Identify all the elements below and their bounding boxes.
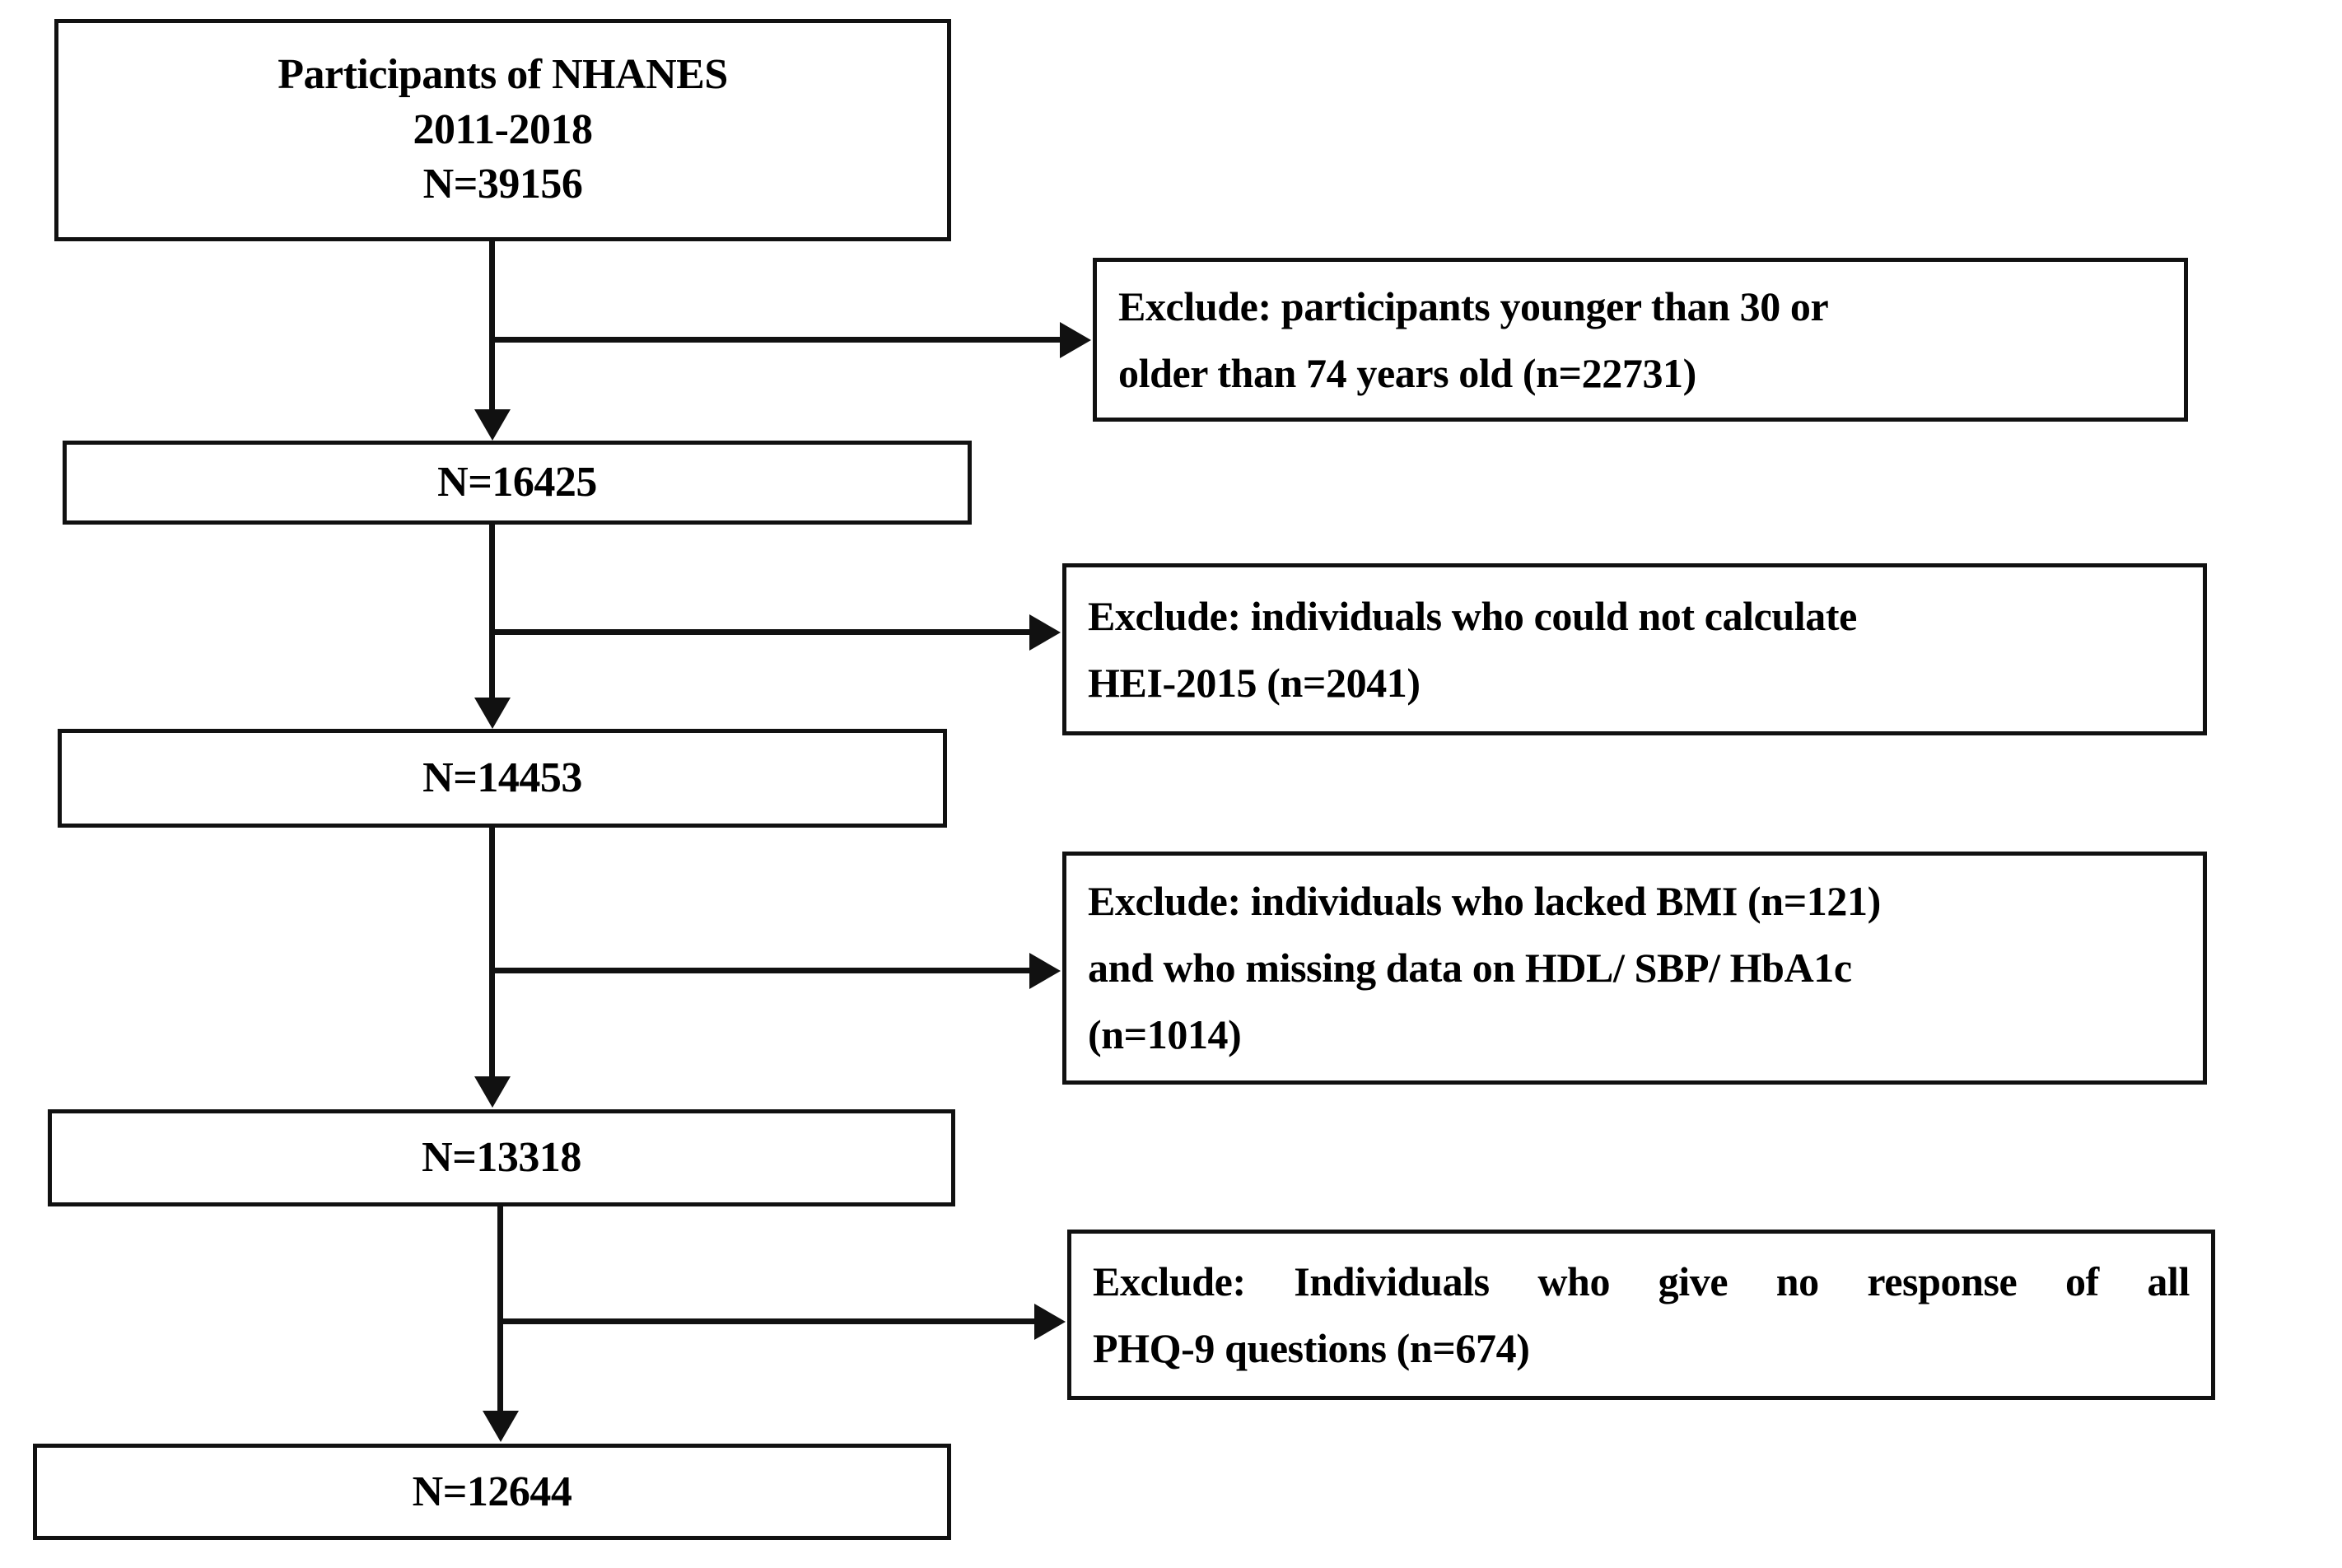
node-source-line-3: N=39156 — [422, 161, 583, 208]
node-exclusion-3: Exclude: individuals who lacked BMI (n=1… — [1062, 852, 2207, 1085]
node-stage3-count: N=13318 — [422, 1134, 581, 1182]
exclusion-2-line-2: HEI-2015 (n=2041) — [1088, 659, 1421, 706]
connector-source-to-stage1 — [489, 241, 495, 411]
node-stage2-population: N=14453 — [58, 729, 947, 828]
node-source-population: Participants of NHANES 2011-2018 N=39156 — [54, 19, 951, 241]
node-exclusion-1: Exclude: participants younger than 30 or… — [1093, 258, 2188, 422]
arrowhead-stage2-to-stage3 — [474, 1076, 511, 1108]
node-final-count: N=12644 — [412, 1468, 572, 1515]
node-exclusion-2: Exclude: individuals who could not calcu… — [1062, 563, 2207, 735]
exclusion-3-line-1: Exclude: individuals who lacked BMI (n=1… — [1088, 878, 1881, 924]
exclusion-4-line-2: PHQ-9 questions (n=674) — [1093, 1324, 1530, 1371]
node-final-population: N=12644 — [33, 1444, 951, 1540]
exclusion-3-line-3: (n=1014) — [1088, 1011, 1242, 1057]
arrowhead-exclusion-4 — [1034, 1304, 1066, 1340]
exclusion-4-line-1: Exclude: Individuals who give no respons… — [1093, 1258, 2190, 1304]
node-stage3-population: N=13318 — [48, 1109, 955, 1206]
node-source-line-1: Participants of NHANES — [278, 51, 728, 99]
connector-stage2-exclusion-branch — [492, 629, 1031, 635]
node-source-line-2: 2011-2018 — [413, 105, 593, 153]
arrowhead-exclusion-1 — [1060, 322, 1091, 358]
exclusion-1-line-1: Exclude: participants younger than 30 or — [1118, 282, 1829, 329]
connector-stage3-to-final — [497, 1206, 503, 1412]
node-stage2-count: N=14453 — [422, 754, 582, 802]
exclusion-1-line-2: older than 74 years old (n=22731) — [1118, 349, 1696, 396]
node-stage1-count: N=16425 — [437, 459, 597, 506]
connector-stage1-exclusion-branch — [492, 337, 1061, 343]
node-exclusion-4: Exclude: Individuals who give no respons… — [1067, 1230, 2215, 1400]
exclusion-2-line-1: Exclude: individuals who could not calcu… — [1088, 592, 1857, 639]
connector-stage1-to-stage2 — [489, 525, 495, 699]
arrowhead-stage3-to-final — [483, 1411, 519, 1442]
arrowhead-stage1-to-stage2 — [474, 698, 511, 729]
connector-final-exclusion-branch — [500, 1318, 1036, 1324]
node-stage1-population: N=16425 — [63, 441, 972, 525]
connector-stage3-exclusion-branch — [492, 968, 1031, 973]
exclusion-3-line-2: and who missing data on HDL/ SBP/ HbA1c — [1088, 945, 1852, 991]
arrowhead-exclusion-2 — [1029, 614, 1061, 651]
connector-stage2-to-stage3 — [489, 828, 495, 1078]
arrowhead-exclusion-3 — [1029, 953, 1061, 989]
arrowhead-source-to-stage1 — [474, 409, 511, 441]
